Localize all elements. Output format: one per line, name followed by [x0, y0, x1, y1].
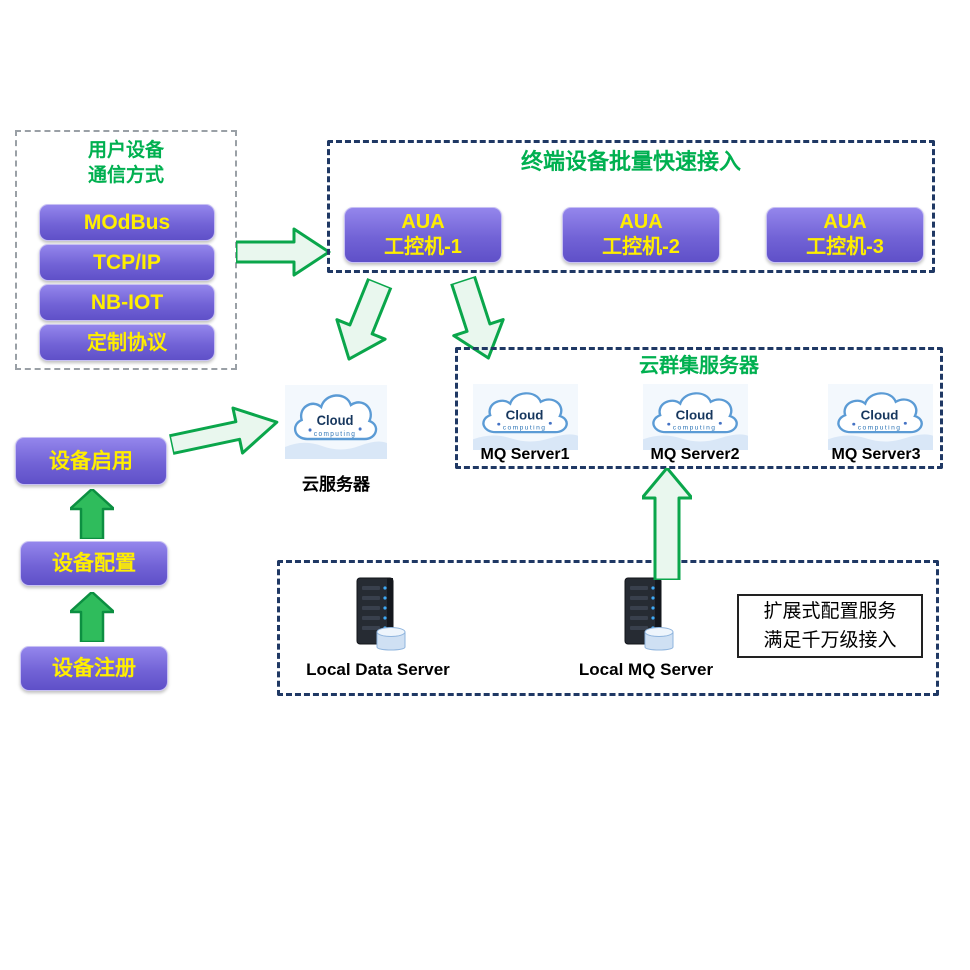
aua-node-1: AUA 工控机-1	[344, 207, 502, 263]
user-device-panel: 用户设备 通信方式 MOdBus TCP/IP NB-IOT 定制协议	[15, 130, 237, 370]
user-device-title-line1: 用户设备	[87, 140, 164, 161]
scaling-note-line1: 扩展式配置服务	[763, 600, 897, 622]
terminal-panel-title: 终端设备批量快速接入	[520, 149, 741, 174]
arrow-register-to-configure-icon	[70, 592, 114, 642]
aua-node-2: AUA 工控机-2	[562, 207, 720, 263]
protocol-node-custom: 定制协议	[39, 324, 215, 361]
mq-server1-label: MQ Server1	[480, 446, 570, 463]
mq-server2-cloud-icon: Cloud computing	[643, 384, 748, 450]
arrow-devices-to-terminal-icon	[236, 227, 331, 277]
mq-server1-cloud-icon: Cloud computing	[473, 384, 578, 450]
aua-node-3-line1: AUA	[823, 211, 867, 233]
cloud-icon-subtitle: computing	[673, 425, 717, 432]
cloud-icon-title: Cloud	[506, 408, 544, 422]
cloud-icon-title: Cloud	[676, 408, 714, 422]
arrow-localmq-to-mqserver2-icon	[642, 468, 692, 580]
protocol-node-modbus: MOdBus	[39, 204, 215, 241]
user-device-title-line2: 通信方式	[87, 164, 164, 186]
protocol-node-nbiot: NB-IOT	[39, 284, 215, 321]
local-mq-server-label: Local MQ Server	[578, 660, 714, 679]
local-servers-panel	[277, 560, 939, 696]
arrow-configure-to-enable-icon	[70, 489, 114, 539]
user-device-panel-title: 用户设备 通信方式	[17, 132, 235, 188]
aua-node-1-line1: AUA	[401, 211, 445, 233]
cloud-icon-subtitle: computing	[314, 431, 356, 438]
aua-node-2-line2: 工控机-2	[602, 236, 680, 258]
cloud-cluster-panel: 云群集服务器 Cloud computing Cloud computing	[455, 347, 943, 469]
arrow-aua1-to-cluster-icon	[450, 274, 505, 360]
mq-server2-label: MQ Server2	[650, 446, 740, 463]
mq-server3-cloud-icon: Cloud computing	[828, 384, 933, 450]
arrow-aua1-to-cloud-icon	[335, 277, 393, 361]
local-data-server-icon	[356, 577, 406, 651]
arrow-enable-to-cloud-icon	[167, 406, 279, 455]
cloud-server-icon: Cloud computing	[285, 385, 387, 459]
aua-node-3-line2: 工控机-3	[806, 236, 884, 258]
aua-node-3: AUA 工控机-3	[766, 207, 924, 263]
scaling-note-box: 扩展式配置服务 满足千万级接入	[737, 594, 923, 658]
aua-node-1-line2: 工控机-1	[384, 236, 462, 258]
cloud-icon-title: Cloud	[861, 408, 899, 422]
cloud-icon-title: Cloud	[317, 413, 354, 429]
local-data-server-label: Local Data Server	[306, 660, 450, 679]
cloud-server-label: 云服务器	[302, 475, 370, 494]
terminal-access-panel: 终端设备批量快速接入 AUA 工控机-1 AUA 工控机-2 AUA 工控机-3	[327, 140, 935, 273]
scaling-note-line2: 满足千万级接入	[763, 630, 897, 651]
workflow-node-register: 设备注册	[20, 646, 168, 691]
aua-node-2-line1: AUA	[619, 211, 663, 233]
cloud-icon-subtitle: computing	[858, 425, 902, 432]
local-mq-server-icon	[624, 577, 674, 651]
mq-server3-label: MQ Server3	[831, 446, 921, 463]
workflow-node-configure: 设备配置	[20, 541, 168, 586]
protocol-node-tcpip: TCP/IP	[39, 244, 215, 281]
cluster-panel-title: 云群集服务器	[639, 355, 759, 377]
workflow-node-enable: 设备启用	[15, 437, 167, 485]
cloud-icon-subtitle: computing	[503, 425, 547, 432]
